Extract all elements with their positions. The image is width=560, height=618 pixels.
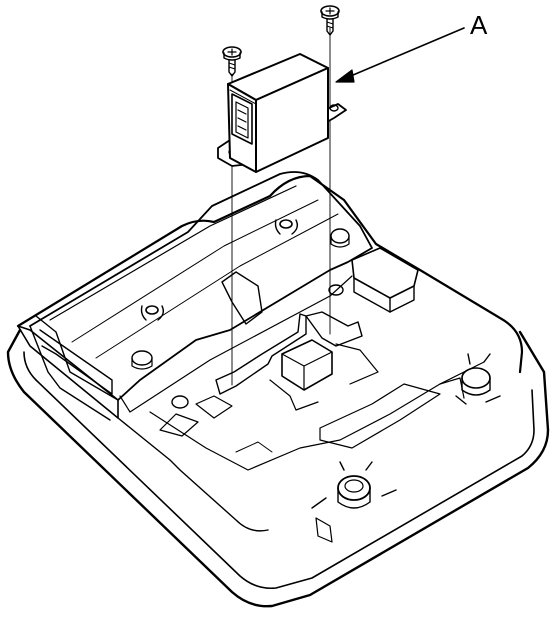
housing-outline [29,171,373,401]
base-top-edge [16,174,524,374]
unit-connector [231,93,253,145]
boss-left [131,350,153,370]
housing-side-panel [119,275,353,413]
rear-block [351,247,419,313]
base-inner-rim [23,351,535,590]
housing-rib-3 [95,213,339,359]
base-left-wall [17,325,119,419]
boss-top-right [330,228,350,248]
boss-center-right [328,284,344,296]
knob-front [311,461,397,543]
housing-rib-2 [71,199,319,343]
housing-notch [221,271,263,325]
console-base [6,174,550,608]
callout-arrow [335,27,465,83]
screw-left [222,46,242,77]
unit-a [217,53,347,173]
base-outer-rim [6,328,550,608]
housing-left-end [29,325,111,421]
knob-right [455,353,501,405]
callout-label-a: A [470,10,488,40]
center-connector [269,339,379,411]
housing-rib-1 [49,185,297,321]
boss-mid [171,395,189,409]
clip-mark-1 [140,305,165,321]
base-left-step [39,329,113,395]
unit-side [255,67,329,173]
clip-mark-2 [274,219,299,235]
upper-housing [29,171,373,421]
mount-bracket [215,311,363,395]
screw-right [320,5,340,36]
base-front-ridge [117,417,269,532]
housing-front-lip [35,315,119,401]
tray-floor [149,361,485,471]
